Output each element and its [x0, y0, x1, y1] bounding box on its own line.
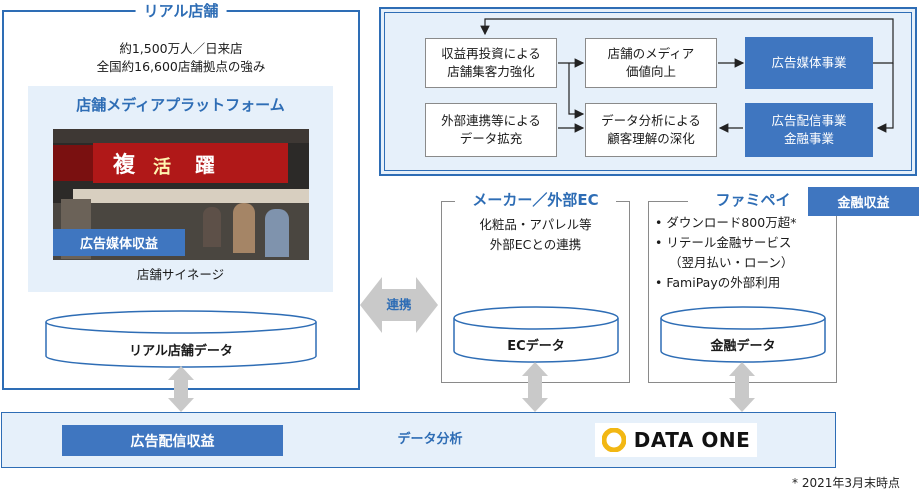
store-stats-line2: 全国約16,600店舗拠点の強み	[96, 59, 266, 74]
photo-sign-char-1: 複	[113, 153, 136, 178]
ec-db-label: ECデータ	[507, 339, 565, 354]
ec-database	[453, 306, 619, 363]
famipay-title: ファミペイ	[715, 191, 791, 209]
data-one-logo: DATA ONE	[595, 423, 757, 457]
real-store-db-label: リアル店舗データ	[129, 344, 233, 359]
media-value-box: 店舗のメディア 価値向上	[585, 38, 717, 88]
real-store-database	[45, 310, 317, 368]
reinvest-box: 収益再投資による 店舗集客力強化	[425, 38, 557, 88]
link-label: 連携	[386, 297, 412, 312]
photo-sign-char-3: 躍	[195, 153, 215, 177]
maker-title: メーカー／外部EC	[472, 191, 599, 209]
famipay-bullet-2: • リテール金融サービス	[655, 235, 792, 250]
data-one-logo-icon	[601, 428, 626, 452]
famipay-bullet-4: • FamiPayの外部利用	[655, 275, 781, 290]
ad-media-business-box: 広告媒体事業	[745, 37, 873, 89]
footnote: * 2021年3月末時点	[792, 476, 900, 490]
famipay-bullet-3: （翌月払い・ローン）	[669, 255, 794, 270]
ad-delivery-finance-box: 広告配信事業 金融事業	[745, 103, 873, 157]
ad-media-revenue-badge: 広告媒体収益	[53, 229, 185, 256]
data-one-logo-text: DATA ONE	[633, 428, 751, 452]
analysis-insight-box: データ分析による 顧客理解の深化	[585, 103, 717, 157]
photo-sign-char-2: 活	[153, 157, 171, 178]
finance-db-label: 金融データ	[710, 339, 776, 354]
maker-desc-line1: 化粧品・アパレル等	[479, 217, 592, 232]
maker-desc-line2: 外部ECとの連携	[489, 237, 582, 252]
signage-caption: 店舗サイネージ	[136, 267, 225, 282]
link-double-arrow	[360, 277, 438, 333]
finance-database	[660, 306, 826, 363]
external-data-box: 外部連携等による データ拡充	[425, 103, 557, 157]
store-stats-line1: 約1,500万人／日来店	[119, 41, 243, 56]
famipay-bullets: • ダウンロード800万超* • リテール金融サービス （翌月払い・ローン） •…	[655, 213, 796, 293]
ad-delivery-revenue-badge: 広告配信収益	[62, 425, 283, 456]
famipay-bullet-1: • ダウンロード800万超*	[655, 215, 797, 230]
finance-revenue-badge: 金融収益	[808, 187, 919, 216]
real-store-title: リアル店舗	[135, 2, 227, 20]
media-platform-title: 店舗メディアプラットフォーム	[76, 96, 285, 114]
data-analysis-label: データ分析	[397, 432, 463, 447]
